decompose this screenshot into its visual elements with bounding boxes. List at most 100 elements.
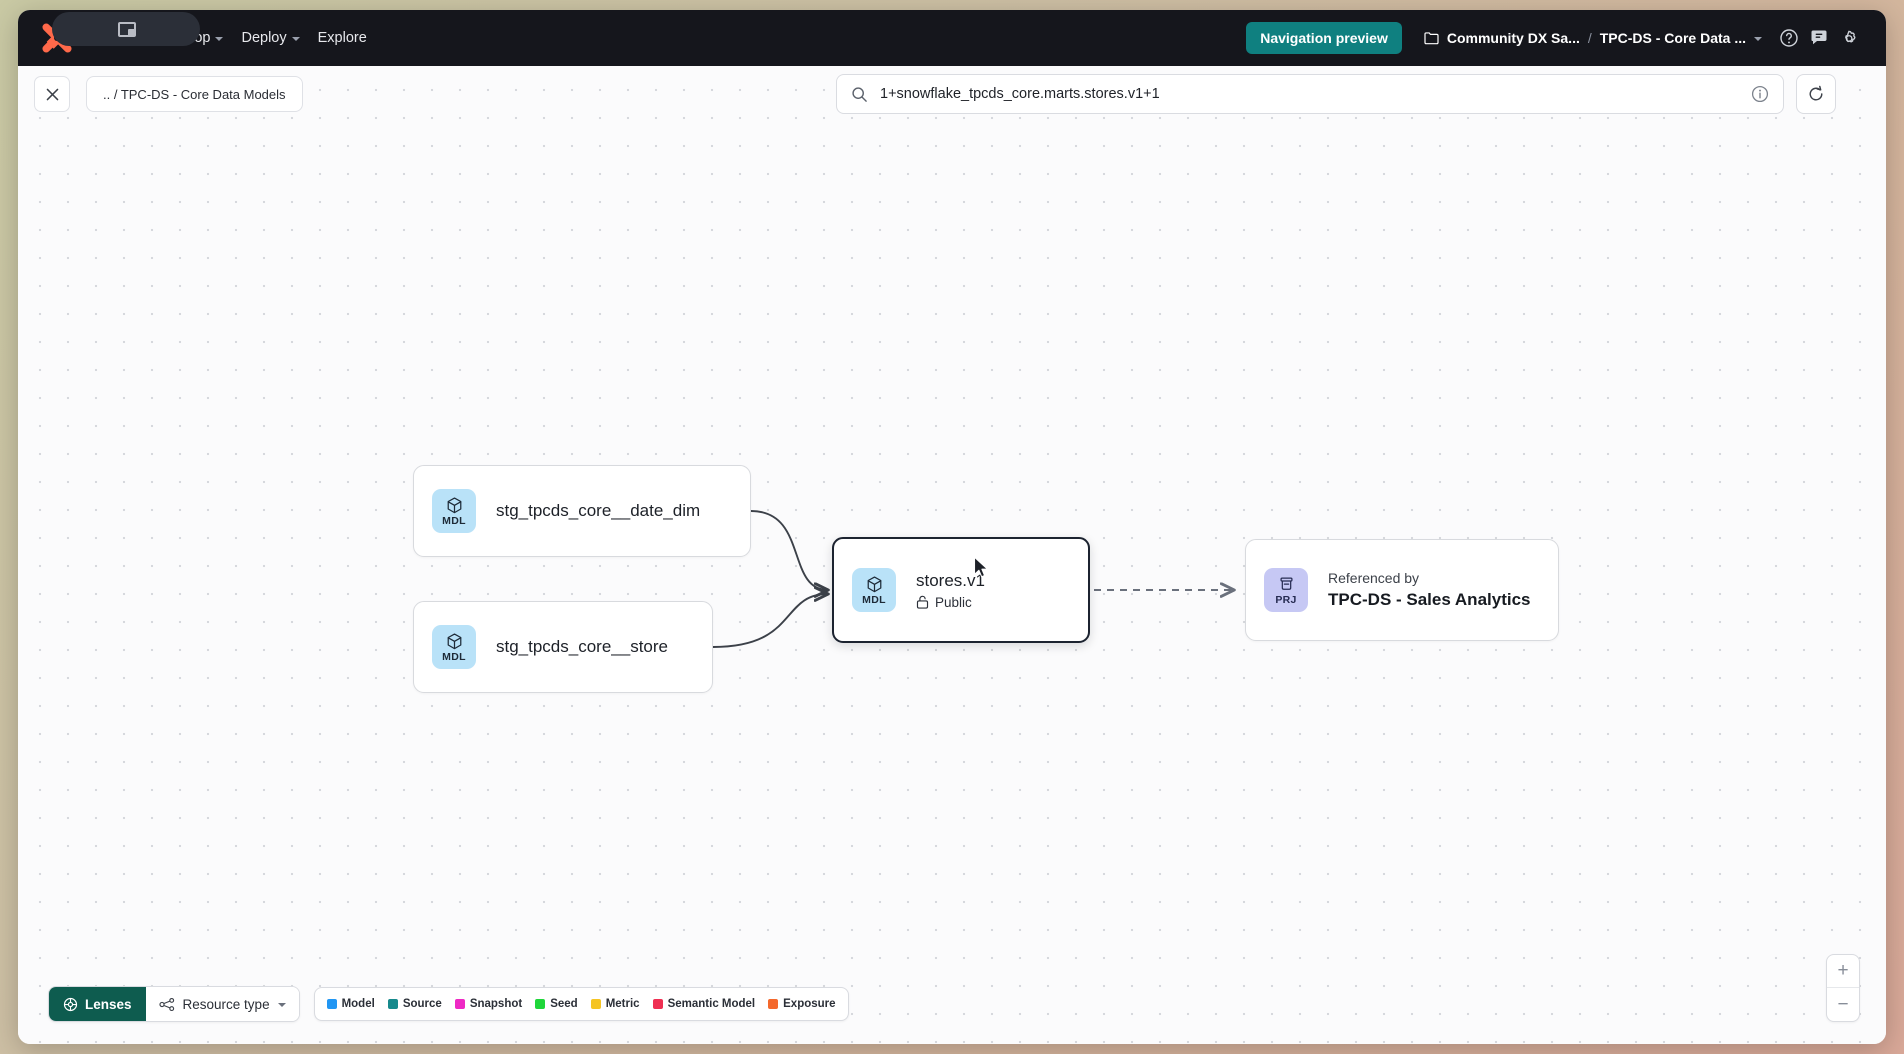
info-circle-icon[interactable] [1751, 85, 1769, 103]
node-title: stg_tpcds_core__store [496, 637, 668, 656]
help-icon [1780, 29, 1798, 47]
legend-chip-snapshot[interactable]: Snapshot [454, 998, 523, 1010]
node-badge-label: PRJ [1275, 593, 1297, 606]
legend-chip-seed[interactable]: Seed [535, 998, 578, 1010]
breadcrumb-separator: / [1587, 30, 1592, 46]
node-access-label: Public [935, 594, 972, 610]
node-kicker: Referenced by [1328, 570, 1420, 586]
legend-chip-model[interactable]: Model [326, 998, 375, 1010]
settings-button[interactable] [1834, 23, 1864, 53]
legend-chip-exposure[interactable]: Exposure [768, 998, 836, 1010]
legend-chip-metric[interactable]: Metric [590, 998, 640, 1010]
node-badge-label: MDL [862, 593, 886, 606]
node-title: stores.v1 [916, 570, 985, 590]
breadcrumb-account[interactable]: Community DX Sa... [1446, 30, 1580, 46]
project-stack-icon [1279, 577, 1293, 590]
account-project-breadcrumb: Community DX Sa... / TPC-DS - Core Data … [1424, 30, 1762, 46]
node-badge-prj: PRJ [1264, 568, 1308, 612]
node-badge-label: MDL [442, 514, 466, 527]
graph-node-stg-date-dim[interactable]: MDL stg_tpcds_core__date_dim [413, 465, 751, 557]
resource-type-legend: Model Source Snapshot Seed Metric Semant… [313, 987, 849, 1021]
legend-swatch [535, 999, 546, 1009]
top-navigation-bar: dbt Develop Deploy Explore Navigation pr… [18, 10, 1886, 66]
graph-node-stg-store[interactable]: MDL stg_tpcds_core__store [413, 601, 713, 693]
edge-date-dim-to-stores [750, 510, 828, 590]
lens-icon [63, 997, 78, 1011]
refresh-button[interactable] [1796, 74, 1836, 114]
node-badge-mdl: MDL [852, 568, 896, 612]
lineage-graph-canvas[interactable]: MDL stg_tpcds_core__date_dim MDL stg_tpc… [18, 66, 1886, 1044]
lenses-button[interactable]: Lenses [49, 987, 146, 1021]
node-body: stores.v1 Public [916, 571, 985, 610]
graph-toolbar: .. / TPC-DS - Core Data Models [18, 66, 1886, 122]
graph-bottom-bar: Lenses Resource type Model Source [48, 986, 849, 1022]
chevron-down-icon [291, 37, 300, 41]
search-area [836, 74, 1836, 114]
legend-label: Metric [605, 998, 640, 1010]
node-title: TPC-DS - Sales Analytics [1328, 590, 1531, 609]
folder-icon [1424, 31, 1439, 44]
legend-swatch [590, 999, 601, 1009]
cube-icon [447, 497, 461, 513]
legend-label: Semantic Model [667, 998, 756, 1010]
legend-label: Exposure [783, 998, 836, 1010]
close-icon [46, 88, 58, 100]
node-title: stg_tpcds_core__date_dim [496, 501, 701, 520]
search-input[interactable] [880, 86, 1739, 102]
zoom-out-button[interactable]: − [1837, 993, 1849, 1015]
chevron-down-icon[interactable] [1754, 37, 1762, 41]
feedback-icon [1811, 30, 1827, 45]
node-access: Public [916, 595, 985, 610]
search-icon [852, 86, 867, 102]
cube-icon [867, 576, 881, 592]
lenses-label: Lenses [85, 996, 132, 1012]
legend-chip-source[interactable]: Source [387, 998, 442, 1010]
refresh-icon [1809, 85, 1823, 101]
zoom-controls: + − [1826, 954, 1860, 1022]
node-body: stg_tpcds_core__date_dim [496, 501, 700, 521]
nav-item-deploy[interactable]: Deploy [232, 24, 308, 52]
breadcrumb-pill[interactable]: .. / TPC-DS - Core Data Models [86, 76, 303, 112]
nav-item-explore-label: Explore [317, 30, 367, 46]
legend-swatch [768, 999, 779, 1009]
browser-window: dbt Develop Deploy Explore Navigation pr… [18, 10, 1886, 1044]
legend-label: Source [402, 998, 442, 1010]
chevron-down-icon [215, 37, 224, 41]
nav-item-deploy-label: Deploy [241, 30, 287, 46]
gear-icon [1844, 30, 1856, 43]
nav-item-explore[interactable]: Explore [309, 24, 376, 52]
graph-node-sales-analytics[interactable]: PRJ Referenced by TPC-DS - Sales Analyti… [1245, 539, 1559, 641]
cube-icon [447, 633, 461, 649]
node-body: Referenced by TPC-DS - Sales Analytics [1328, 570, 1531, 610]
legend-chip-semantic-model[interactable]: Semantic Model [652, 998, 756, 1010]
chevron-down-icon [277, 1003, 286, 1007]
feedback-button[interactable] [1804, 23, 1834, 53]
nodes-icon [158, 997, 174, 1011]
unlock-icon [916, 595, 929, 609]
navigation-preview-button[interactable]: Navigation preview [1246, 22, 1402, 54]
close-graph-button[interactable] [34, 76, 70, 112]
resource-type-label: Resource type [182, 996, 270, 1012]
breadcrumb-project[interactable]: TPC-DS - Core Data ... [1599, 30, 1746, 46]
graph-node-stores-v1[interactable]: MDL stores.v1 Public [832, 537, 1090, 643]
legend-swatch [326, 999, 337, 1009]
legend-swatch [454, 999, 465, 1009]
legend-label: Seed [550, 998, 578, 1010]
zoom-in-button[interactable]: + [1827, 955, 1859, 988]
legend-swatch [387, 999, 398, 1009]
lineage-edges [712, 510, 1886, 648]
node-body: stg_tpcds_core__store [496, 637, 668, 657]
search-box[interactable] [836, 74, 1784, 114]
node-badge-label: MDL [442, 650, 466, 663]
legend-label: Model [341, 998, 375, 1010]
tab-preview-icon [118, 21, 136, 37]
browser-tab-nub[interactable] [52, 12, 200, 46]
node-badge-mdl: MDL [432, 625, 476, 669]
legend-label: Snapshot [469, 998, 523, 1010]
resource-type-button[interactable]: Resource type [145, 987, 299, 1021]
help-button[interactable] [1774, 23, 1804, 53]
edge-store-to-stores [712, 594, 828, 648]
legend-swatch [652, 999, 663, 1009]
lens-control-group: Lenses Resource type [48, 986, 300, 1022]
node-badge-mdl: MDL [432, 489, 476, 533]
